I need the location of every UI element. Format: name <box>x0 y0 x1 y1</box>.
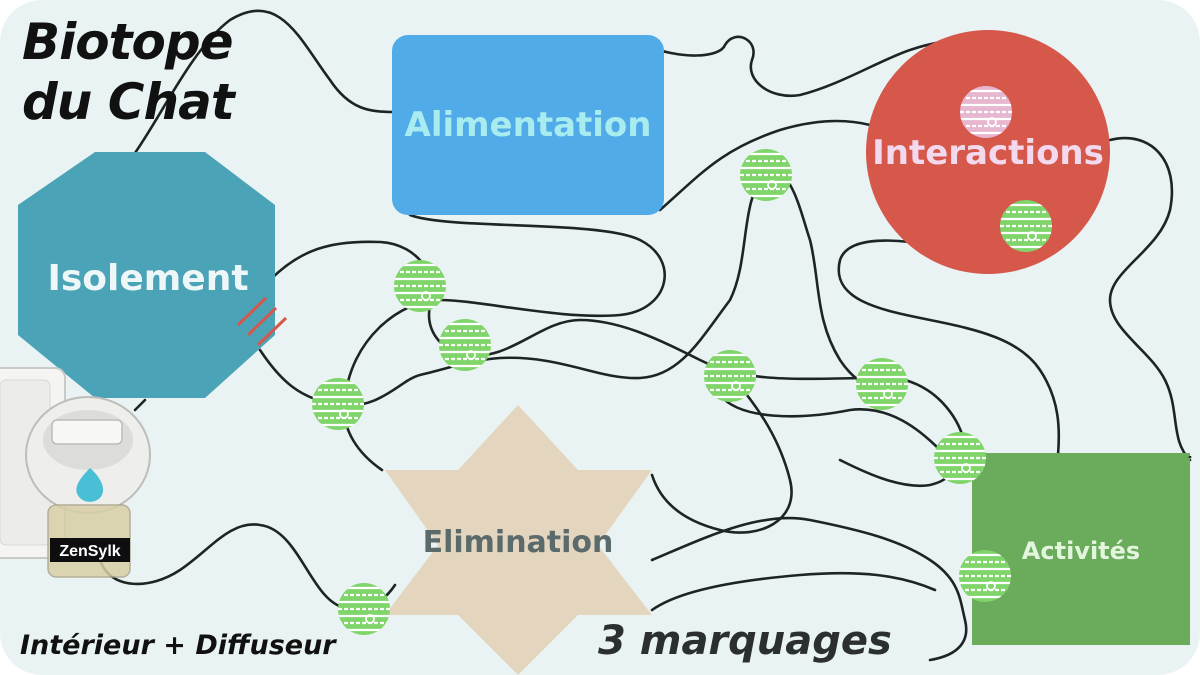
interactions-label: Interactions <box>872 133 1104 173</box>
connection-line <box>658 119 872 212</box>
marker-icon <box>1000 200 1052 252</box>
activites-box <box>972 453 1190 645</box>
connection-line <box>133 398 147 412</box>
connection-line <box>837 239 1061 457</box>
connection-line <box>643 35 1020 98</box>
marker-icon <box>704 350 756 402</box>
marker-icon <box>394 260 446 312</box>
connection-line <box>650 378 793 534</box>
droplet-icon <box>76 468 104 502</box>
brand-label <box>50 538 130 562</box>
interactions-circle <box>866 30 1110 274</box>
title-line-1: Biotope <box>22 13 234 71</box>
isolement-label: Isolement <box>47 258 249 299</box>
connection-line <box>268 240 862 381</box>
caption-interior-diffuser: Intérieur + Diffuseur <box>20 630 336 661</box>
markers <box>312 86 1052 635</box>
marker-icon <box>312 378 364 430</box>
connection-line <box>650 571 937 612</box>
connection-line <box>258 171 902 407</box>
elimination-label: Elimination <box>422 525 614 560</box>
marker-icon <box>338 583 390 635</box>
connection-line <box>128 9 397 162</box>
marker-icon <box>960 86 1012 138</box>
marker-icon <box>740 149 792 201</box>
activites-label: Activités <box>1021 537 1141 565</box>
connection-line <box>650 516 968 662</box>
isolement-hatch <box>236 296 288 347</box>
marker-icon <box>934 432 986 484</box>
brand-text: ZenSylk <box>59 543 120 560</box>
diagram-title: Biotope du Chat <box>22 12 235 132</box>
elimination-star <box>385 405 652 675</box>
isolement-octagon <box>18 152 275 398</box>
caption-three-markings: 3 marquages <box>598 618 892 664</box>
title-line-2: du Chat <box>22 73 235 131</box>
connection-line <box>1108 136 1192 462</box>
alimentation-label: Alimentation <box>404 105 652 145</box>
marker-icon <box>856 358 908 410</box>
marker-icon <box>439 319 491 371</box>
connection-line <box>718 393 953 488</box>
diffuser-illustration: ZenSylk <box>0 367 151 578</box>
alimentation-box <box>392 35 664 215</box>
